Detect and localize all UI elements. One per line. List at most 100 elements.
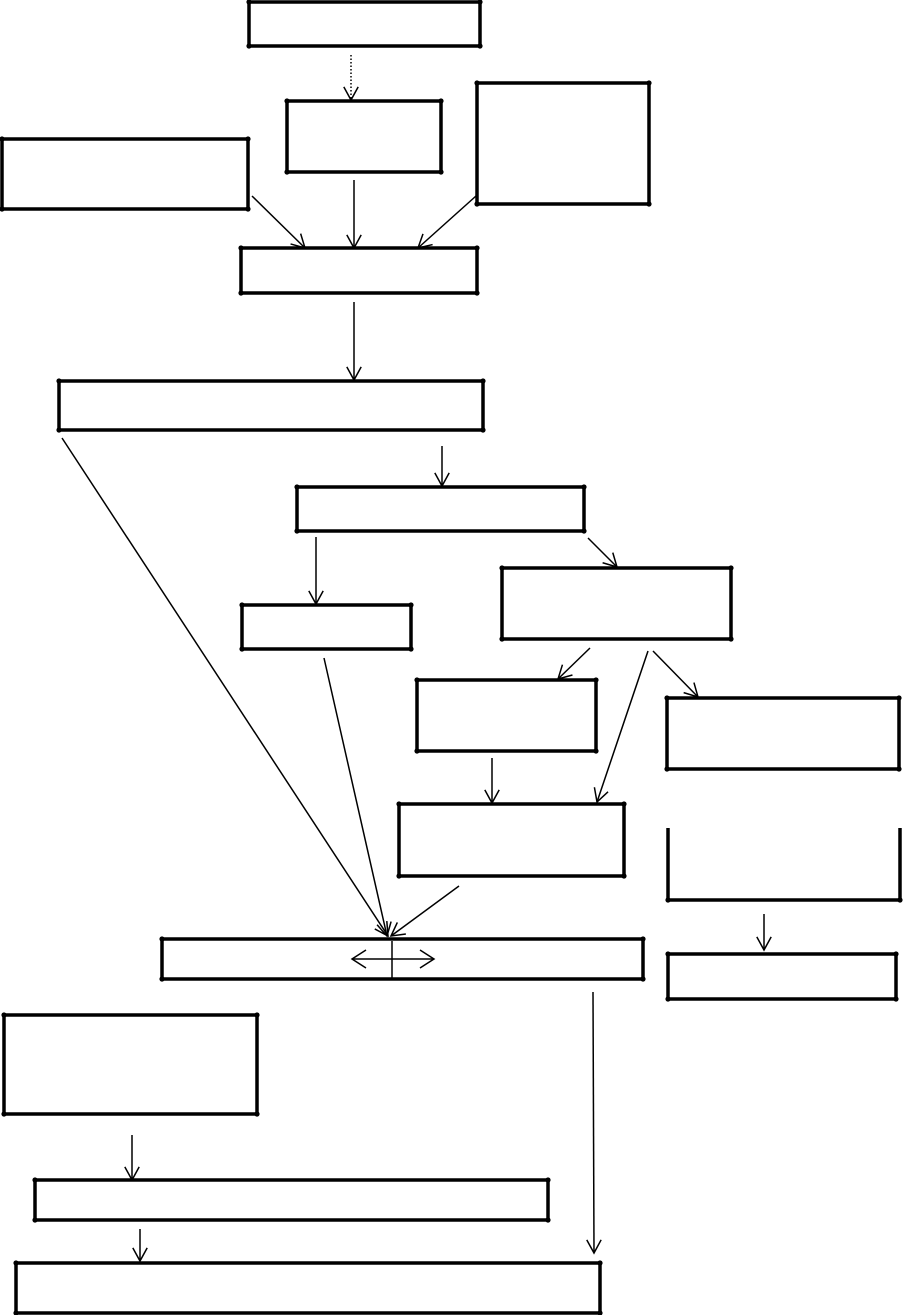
corner-dot — [239, 646, 245, 652]
edge-n13-n15 — [756, 914, 772, 952]
node-n12 — [396, 801, 627, 879]
corner-dot — [664, 695, 670, 701]
corner-dot — [593, 677, 599, 683]
corner-dot — [545, 1217, 551, 1223]
node-n4 — [474, 80, 652, 207]
edge-n2-n5 — [346, 180, 362, 250]
node-box — [666, 828, 902, 902]
node-n10 — [414, 677, 599, 754]
corner-dot — [621, 873, 627, 879]
edge-n9-n11 — [652, 650, 700, 699]
corner-dot — [1, 1012, 7, 1018]
node-box — [239, 246, 479, 295]
corner-dot — [665, 996, 671, 1002]
corner-dot — [593, 748, 599, 754]
edge-n17-n18 — [132, 1229, 148, 1263]
corner-dot — [294, 528, 300, 534]
corner-dot — [438, 98, 444, 104]
edge-n4-n5 — [416, 195, 477, 250]
node-box — [14, 1261, 602, 1315]
edge-line — [557, 647, 591, 680]
node-n5 — [238, 245, 480, 296]
corner-dot — [284, 98, 290, 104]
arrowhead-icon — [593, 787, 609, 804]
edge-n5-n6 — [346, 302, 362, 382]
corner-dot — [408, 602, 414, 608]
corner-dot — [414, 677, 420, 683]
arrowhead-icon — [756, 936, 772, 952]
edge-n9-n12 — [593, 650, 649, 804]
corner-dot — [480, 427, 486, 433]
corner-dot — [665, 897, 671, 903]
node-n1 — [246, 0, 483, 49]
corner-dot — [896, 695, 902, 701]
corner-dot — [499, 565, 505, 571]
corner-dot — [0, 206, 5, 212]
edge-n6-n7 — [434, 446, 450, 488]
corner-dot — [56, 427, 62, 433]
corner-dot — [32, 1217, 38, 1223]
corner-dot — [246, 43, 252, 49]
corner-dot — [474, 290, 480, 296]
corner-dot — [597, 1260, 603, 1266]
node-n7 — [294, 484, 587, 534]
corner-dot — [239, 602, 245, 608]
corner-dot — [499, 636, 505, 642]
node-box — [33, 1178, 550, 1222]
arrowhead-icon — [586, 1239, 602, 1255]
node-n13 — [665, 828, 903, 903]
arrowhead-icon — [374, 920, 389, 938]
corner-dot — [238, 290, 244, 296]
node-n2 — [284, 98, 444, 175]
node-box — [2, 1013, 259, 1116]
corner-dot — [477, 0, 483, 5]
corner-dot — [893, 951, 899, 957]
corner-dot — [893, 996, 899, 1002]
node-box — [666, 952, 898, 1001]
corner-dot — [728, 636, 734, 642]
corner-dot — [254, 1012, 260, 1018]
node-n15 — [665, 951, 899, 1002]
node-n18 — [13, 1260, 603, 1315]
edge-line — [596, 650, 649, 803]
corner-dot — [438, 169, 444, 175]
corner-dot — [640, 936, 646, 942]
corner-dot — [477, 43, 483, 49]
corner-dot — [159, 936, 165, 942]
node-box — [57, 379, 485, 432]
node-box — [0, 137, 250, 211]
edge-n8-n14 — [323, 657, 392, 938]
edge-line — [592, 991, 595, 1254]
edge-n14-n18 — [586, 991, 602, 1255]
edge-line — [61, 437, 389, 937]
double-arrow-icon — [350, 941, 436, 980]
corner-dot — [474, 245, 480, 251]
corner-dot — [728, 565, 734, 571]
node-box — [240, 603, 413, 651]
corner-dot — [246, 0, 252, 5]
node-n3 — [0, 136, 251, 212]
node-box — [665, 696, 901, 771]
node-box — [295, 485, 586, 533]
corner-dot — [664, 766, 670, 772]
corner-dot — [294, 484, 300, 490]
node-n17 — [32, 1177, 551, 1223]
corner-dot — [238, 245, 244, 251]
corner-dot — [646, 80, 652, 86]
corner-dot — [0, 136, 5, 142]
edge-n1-n2 — [343, 55, 359, 102]
node-n8 — [239, 602, 414, 652]
edge-n3-n5 — [251, 195, 307, 250]
corner-dot — [245, 136, 251, 142]
corner-dot — [646, 201, 652, 207]
node-n16 — [1, 1012, 260, 1117]
node-n6 — [56, 378, 486, 433]
corner-dot — [13, 1260, 19, 1266]
edge-n9-n10 — [556, 647, 591, 681]
corner-dot — [621, 801, 627, 807]
arrowhead-icon — [132, 1247, 148, 1263]
node-n9 — [499, 565, 734, 642]
corner-dot — [1, 1111, 7, 1117]
edge-n16-n17 — [124, 1135, 140, 1182]
